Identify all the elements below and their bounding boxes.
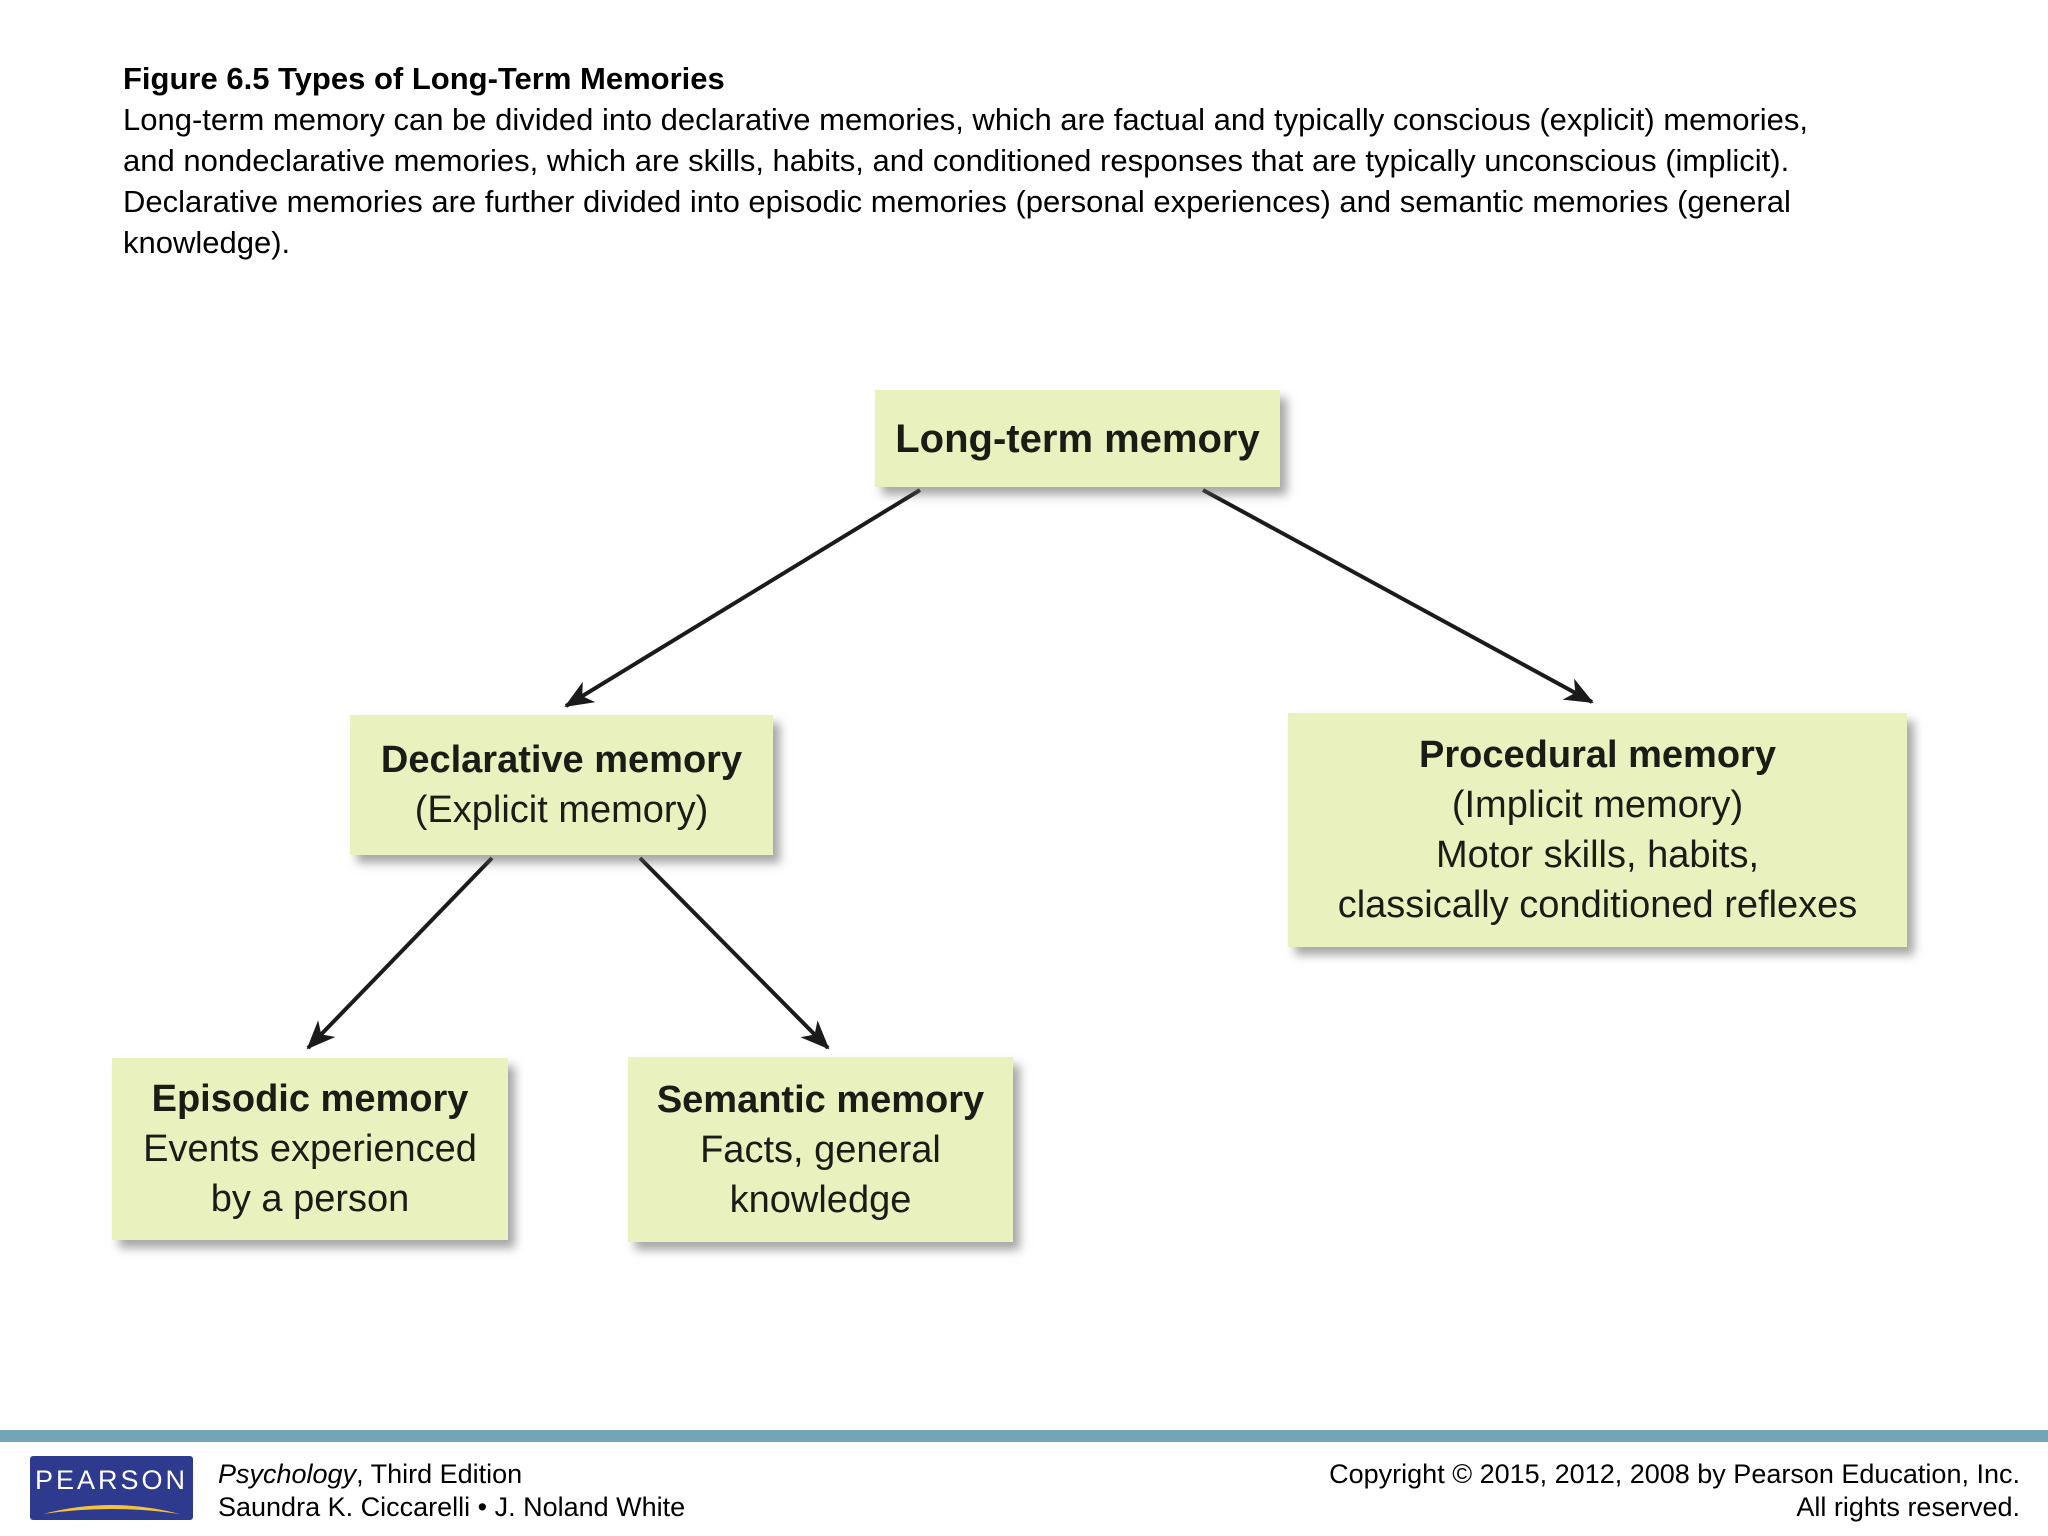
node-episodic-memory: Episodic memory Events experienced by a … [112,1058,508,1240]
node-detail: by a person [210,1178,410,1220]
node-title: Procedural memory [1419,734,1776,776]
book-info: Psychology, Third Edition Saundra K. Cic… [218,1458,685,1524]
book-title-edition: , Third Edition [356,1459,523,1489]
pearson-wordmark: PEARSON [34,1465,189,1495]
node-long-term-memory: Long-term memory [875,390,1280,487]
copyright: Copyright © 2015, 2012, 2008 by Pearson … [1329,1458,2020,1524]
node-detail: Facts, general [700,1128,941,1171]
node-title: Declarative memory [380,739,743,781]
node-title: Semantic memory [656,1078,985,1121]
node-title: Long-term memory [895,416,1260,461]
node-subtitle: (Explicit memory) [414,789,709,831]
arrow-declarative-to-semantic [638,856,830,1050]
pearson-swoosh-icon [43,1505,180,1514]
book-authors: Saundra K. Ciccarelli • J. Noland White [218,1492,686,1522]
node-detail: Events experienced [143,1128,477,1170]
node-declarative-memory: Declarative memory (Explicit memory) [350,715,773,855]
book-title: Psychology, Third Edition [218,1458,685,1491]
node-detail: classically conditioned reflexes [1337,884,1858,926]
node-procedural-memory: Procedural memory (Implicit memory) Moto… [1288,713,1907,947]
arrow-ltm-to-procedural [1202,488,1594,704]
node-title: Episodic memory [151,1078,469,1120]
node-semantic-memory: Semantic memory Facts, general knowledge [628,1057,1013,1242]
arrow-declarative-to-episodic [306,856,494,1050]
node-subtitle: (Implicit memory) [1451,784,1744,826]
copyright-line-1: Copyright © 2015, 2012, 2008 by Pearson … [1329,1459,2020,1489]
figure-description: Long-term memory can be divided into dec… [123,102,1809,260]
node-detail: Motor skills, habits, [1435,834,1760,876]
figure-caption: Figure 6.5 Types of Long-Term Memories L… [123,58,1863,263]
figure-title: Figure 6.5 Types of Long-Term Memories [123,61,725,96]
node-detail: knowledge [729,1178,912,1221]
arrow-ltm-to-declarative [564,488,922,708]
pearson-logo: PEARSON [30,1456,193,1520]
book-title-name: Psychology [218,1459,357,1489]
copyright-line-2: All rights reserved. [1796,1492,2020,1522]
footer-divider [0,1430,2048,1442]
